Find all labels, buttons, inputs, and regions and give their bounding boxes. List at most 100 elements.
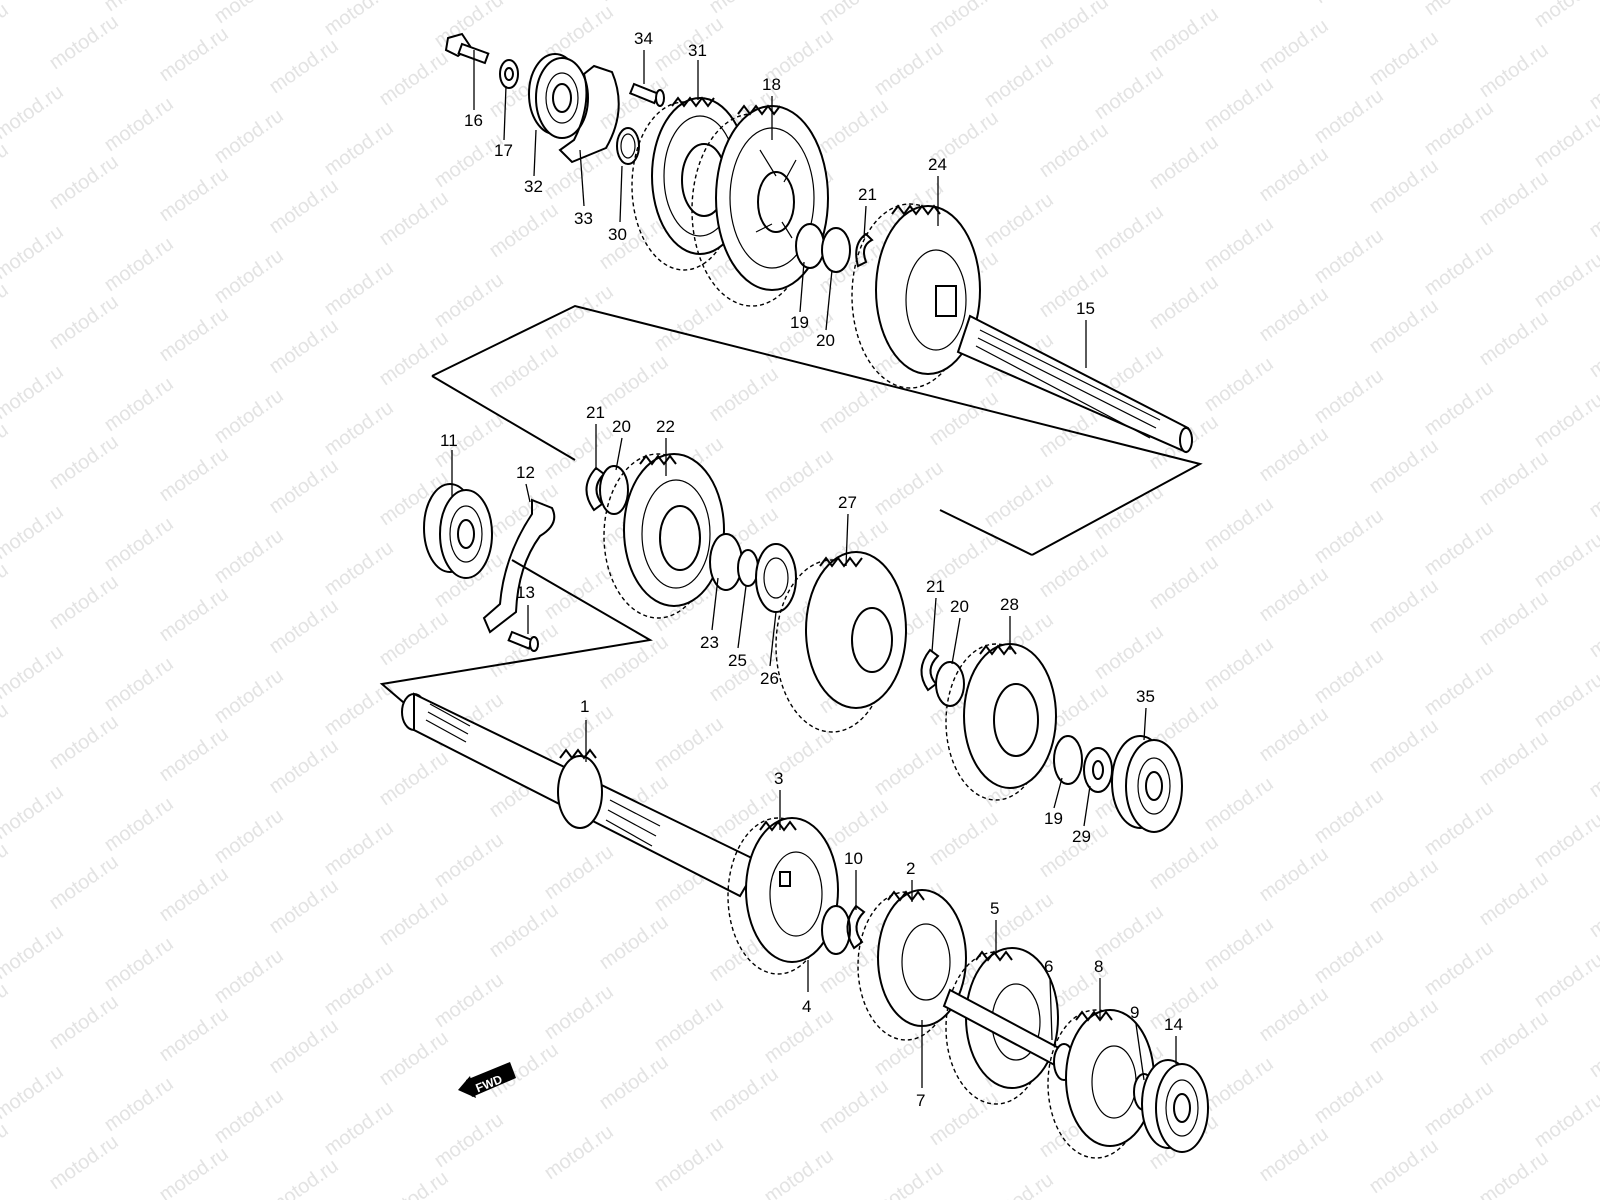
- callout-4: 4: [802, 997, 811, 1016]
- watermark-text: motod.ru: [540, 1121, 617, 1184]
- watermark-text: motod.ru: [1475, 1147, 1552, 1200]
- watermark-text: motod.ru: [45, 851, 122, 914]
- watermark-text: motod.ru: [375, 187, 452, 250]
- watermark-text: motod.ru: [155, 23, 232, 86]
- callout-21-lower: 21: [926, 577, 945, 596]
- watermark-text: motod.ru: [1365, 855, 1442, 918]
- drive-shaft-1: [401, 692, 762, 898]
- watermark-text: motod.ru: [100, 653, 177, 716]
- washer-30: [616, 127, 640, 165]
- watermark-text: motod.ru: [1420, 657, 1497, 720]
- watermark-text: motod.ru: [210, 0, 287, 28]
- watermark-text: motod.ru: [1475, 727, 1552, 790]
- watermark-text: motod.ru: [815, 0, 892, 30]
- watermark-text: motod.ru: [0, 699, 13, 762]
- watermark-text: motod.ru: [1255, 563, 1332, 626]
- watermark-text: motod.ru: [485, 899, 562, 962]
- watermark-text: motod.ru: [760, 1145, 837, 1200]
- watermark-text: motod.ru: [705, 363, 782, 426]
- callout-15: 15: [1076, 299, 1095, 318]
- watermark-text: motod.ru: [375, 1167, 452, 1200]
- watermark-text: motod.ru: [1255, 283, 1332, 346]
- watermark-text: motod.ru: [1200, 213, 1277, 276]
- callout-19-upper: 19: [790, 313, 809, 332]
- watermark-text: motod.ru: [1365, 1135, 1442, 1198]
- watermark-text: motod.ru: [1200, 1053, 1277, 1116]
- watermark-text: motod.ru: [705, 1063, 782, 1126]
- watermark-text: motod.ru: [265, 315, 342, 378]
- watermark-text: motod.ru: [1090, 901, 1167, 964]
- watermark-text: motod.ru: [210, 105, 287, 168]
- retainer-33: [558, 64, 620, 164]
- callout-25: 25: [728, 651, 747, 670]
- watermark-text: motod.ru: [1530, 669, 1600, 732]
- watermark-text: motod.ru: [1200, 633, 1277, 696]
- watermark-text: motod.ru: [100, 373, 177, 436]
- retainer-12: [482, 498, 556, 634]
- washer-20-upper: [821, 227, 851, 273]
- watermark-text: motod.ru: [1585, 179, 1600, 242]
- watermark-text: motod.ru: [1035, 119, 1112, 182]
- watermark-text: motod.ru: [925, 0, 1002, 42]
- watermark-text: motod.ru: [540, 701, 617, 764]
- watermark-text: motod.ru: [45, 151, 122, 214]
- watermark-text: motod.ru: [1310, 225, 1387, 288]
- watermark-text: motod.ru: [485, 339, 562, 402]
- watermark-text: motod.ru: [1090, 481, 1167, 544]
- watermark-text: motod.ru: [210, 245, 287, 308]
- bolt-16: [444, 32, 490, 65]
- watermark-text: motod.ru: [0, 0, 13, 62]
- watermark-text: motod.ru: [1365, 27, 1442, 90]
- watermark-text: motod.ru: [375, 887, 452, 950]
- watermark-text: motod.ru: [1255, 423, 1332, 486]
- callout-23: 23: [700, 633, 719, 652]
- bushing-19-lower: [1053, 735, 1083, 785]
- watermark-text: motod.ru: [210, 525, 287, 588]
- watermark-text: motod.ru: [1145, 971, 1222, 1034]
- bearing-11: [423, 483, 493, 579]
- watermark-text: motod.ru: [320, 257, 397, 320]
- watermark-text: motod.ru: [595, 631, 672, 694]
- callout-33: 33: [574, 209, 593, 228]
- watermark-text: motod.ru: [155, 303, 232, 366]
- lockwasher-25: [737, 549, 759, 587]
- watermark-text: motod.ru: [375, 607, 452, 670]
- watermark-text: motod.ru: [1255, 143, 1332, 206]
- watermark-text: motod.ru: [1365, 575, 1442, 638]
- callout-1: 1: [580, 697, 589, 716]
- watermark-text: motod.ru: [320, 537, 397, 600]
- callout-30: 30: [608, 225, 627, 244]
- watermark-text: motod.ru: [45, 291, 122, 354]
- circlip-10: [846, 904, 866, 950]
- callout-labels: 1 2 3 4 5 6 7 8 9 10 11 12 13 14 15 16 1…: [440, 29, 1183, 1110]
- watermark-text: motod.ru: [1420, 937, 1497, 1000]
- watermark-text: motod.ru: [210, 665, 287, 728]
- watermark-text: motod.ru: [1585, 1019, 1600, 1082]
- watermark-text: motod.ru: [705, 0, 782, 18]
- watermark-text: motod.ru: [45, 571, 122, 634]
- watermark-text: motod.ru: [980, 189, 1057, 252]
- watermark-text: motod.ru: [210, 805, 287, 868]
- watermark-text: motod.ru: [0, 921, 68, 984]
- watermark-text: motod.ru: [1365, 295, 1442, 358]
- watermark-text: motod.ru: [1090, 621, 1167, 684]
- watermark-text: motod.ru: [1420, 0, 1497, 20]
- callout-31: 31: [688, 41, 707, 60]
- watermark-text: motod.ru: [265, 1015, 342, 1078]
- callout-14: 14: [1164, 1015, 1183, 1034]
- watermark-text: motod.ru: [925, 387, 1002, 450]
- watermark-text: motod.ru: [1530, 0, 1600, 32]
- watermark-text: motod.ru: [1530, 389, 1600, 452]
- watermark-text: motod.ru: [155, 1143, 232, 1200]
- watermark-text: motod.ru: [1090, 61, 1167, 124]
- callout-12: 12: [516, 463, 535, 482]
- watermark-text: motod.ru: [320, 957, 397, 1020]
- watermark-text: motod.ru: [980, 1169, 1057, 1200]
- watermark-text: motod.ru: [925, 1087, 1002, 1150]
- watermark-text: motod.ru: [430, 129, 507, 192]
- watermark-text: motod.ru: [265, 1155, 342, 1200]
- watermark-text: motod.ru: [1255, 1123, 1332, 1186]
- watermark-text: motod.ru: [100, 933, 177, 996]
- watermark-text: motod.ru: [1145, 131, 1222, 194]
- callout-22: 22: [656, 417, 675, 436]
